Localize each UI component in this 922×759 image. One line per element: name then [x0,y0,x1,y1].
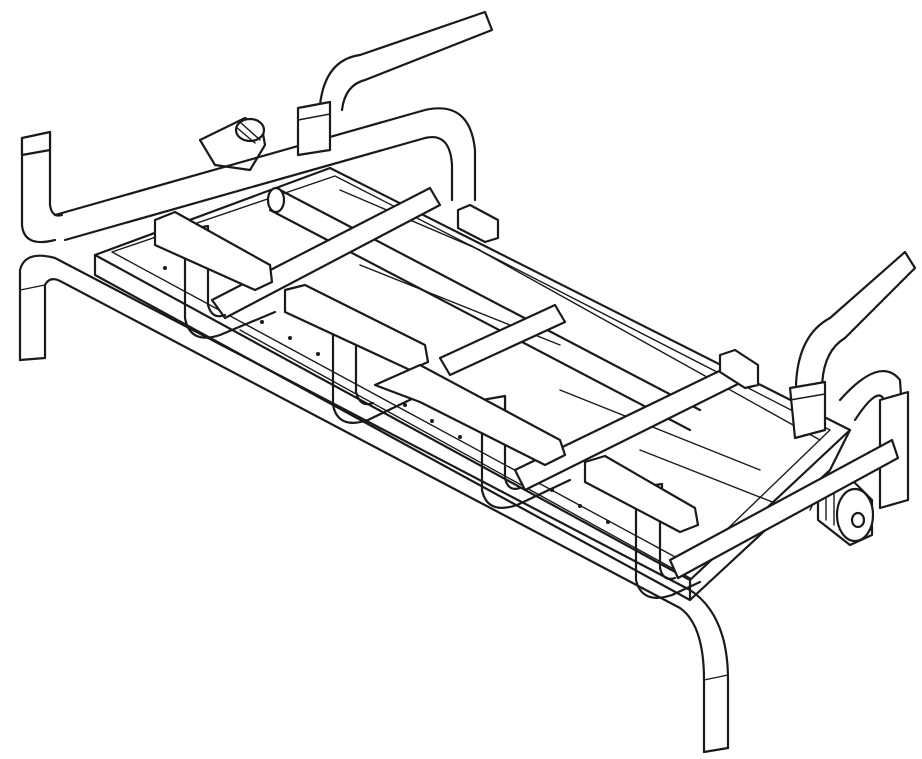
pan-inner-rim [111,175,831,566]
rear-left-leg-cap [20,130,52,157]
inlet-thread-line [235,126,256,144]
burner-port-row [163,266,610,524]
cross-bar-rear [210,186,442,320]
inlet-nut-hole [850,511,866,529]
rear-log-support-left [296,10,494,157]
burner-port [316,352,320,356]
front-rail-outer-edge [18,254,730,750]
burner-port [403,403,407,407]
front-rail-inner-edge [43,278,706,754]
front-right-leg-bend [703,674,729,681]
pan-rib-5 [639,449,781,506]
support-arm [794,250,917,392]
rear-bracket-right [718,348,760,390]
log-tab-4 [583,454,700,534]
pan-front-ledge [239,329,691,579]
burner-port [288,336,292,340]
burner-tube-end [266,186,286,214]
cross-bar-right [668,438,900,580]
grate-hook-4-outer [634,486,702,599]
gas-inlet-fitting-rear [198,116,267,172]
pan-rib-4 [559,389,761,471]
grate-hook-1-outer [183,228,277,339]
support-clip-line [789,393,826,401]
burner-tube-top [278,188,702,412]
rear-left-leg-outer [20,136,57,244]
rear-brackets [456,203,760,390]
front-left-leg-foot [18,356,47,362]
support-clip [296,100,332,157]
burner-port [260,320,264,324]
log-tab-1 [153,210,274,292]
grate-hook-2-outer [331,313,422,424]
burner-port [458,435,462,439]
rear-grate-rail [20,107,477,244]
burner-port [430,419,434,423]
grate-hook-3-outer [480,398,572,509]
grate-hooks [153,210,702,599]
support-clip-line [297,113,331,121]
rear-rail-top-edge [53,107,477,217]
support-arm [318,10,494,112]
rear-bracket-left [456,203,500,244]
right-rear-leg-outer [838,370,910,502]
rear-left-leg-inner [48,130,64,217]
cross-bar-front [513,358,752,492]
log-tab-2 [283,283,430,372]
burner-port [163,266,167,270]
burner-port [606,520,610,524]
log-tab-3 [373,363,567,467]
front-grate-rail [18,254,730,754]
grate-hook-2-inner [354,310,375,406]
inlet-thread-line [239,121,261,141]
pan-rib-3 [469,244,821,441]
front-right-leg-foot [702,746,730,754]
cross-bar-middle [438,303,567,377]
burner-port [578,504,582,508]
grate-hook-4-inner [658,483,677,580]
support-clip [788,380,827,440]
grate-hook-1-inner [206,226,227,318]
rear-rail-bottom-edge [63,136,454,242]
front-left-leg-bend [19,284,46,291]
cross-log-bars [210,186,900,580]
gas-inlet-fitting-front [816,476,875,547]
grate-hook-3-inner [503,395,522,490]
